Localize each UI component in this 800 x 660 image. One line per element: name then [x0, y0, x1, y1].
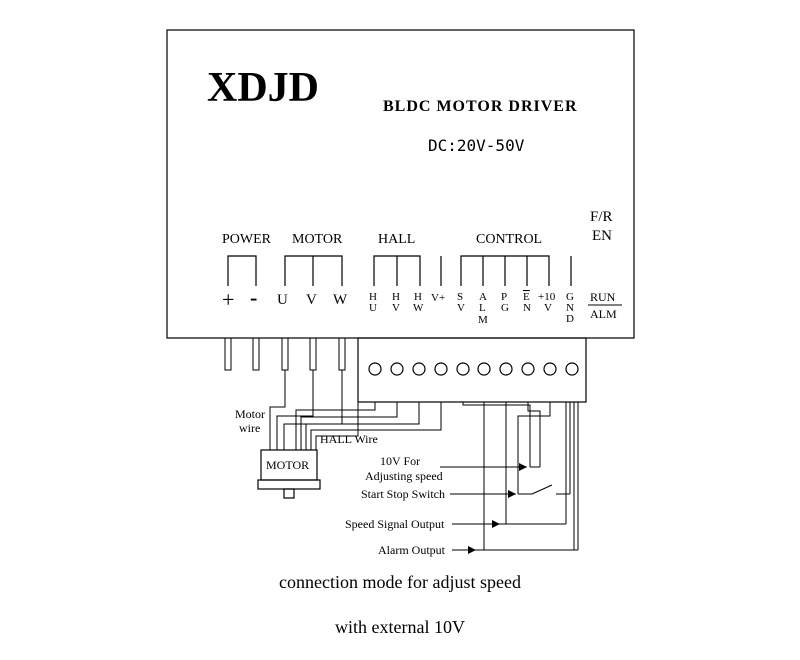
- caption-line-1: connection mode for adjust speed: [279, 572, 521, 592]
- terminal-u: U: [277, 292, 288, 308]
- adj10v-label-1: 10V For: [380, 454, 420, 468]
- terminal-gnd-3: D: [566, 313, 574, 325]
- terminal-hv-1: H: [392, 291, 400, 303]
- terminal-sv-1: S: [457, 291, 463, 303]
- connector-holes: [368, 362, 579, 376]
- terminal-gnd-1: G: [566, 291, 574, 303]
- terminal-pg-2: G: [501, 302, 509, 314]
- terminal-alm-1: A: [479, 291, 487, 303]
- motor-shaft: [283, 488, 295, 499]
- alarm-out-label: Alarm Output: [378, 543, 446, 557]
- terminal-minus: -: [250, 285, 257, 310]
- terminal-pg-1: P: [501, 291, 507, 303]
- hall-wire-label: HALL Wire: [320, 432, 378, 446]
- terminal-10v-2: V: [544, 302, 552, 314]
- terminal-alm-2: L: [479, 302, 486, 314]
- brand-logo: XDJD: [207, 65, 319, 111]
- switch-blade: [531, 484, 553, 495]
- group-power-label: POWER: [222, 232, 272, 247]
- terminal-plus: +: [222, 287, 234, 312]
- caption-line-2: with external 10V: [335, 617, 465, 637]
- terminal-hw-1: H: [414, 291, 422, 303]
- en-label: EN: [592, 228, 612, 244]
- terminal-v: V: [306, 292, 317, 308]
- run-label: RUN: [590, 290, 616, 304]
- motor-flange: [257, 479, 321, 490]
- terminal-hw-2: W: [413, 302, 424, 314]
- terminal-en-1: E: [523, 291, 530, 303]
- motor-wire-label-2: wire: [239, 421, 260, 435]
- alarm-out-arrow: [468, 546, 476, 554]
- group-hall-label: HALL: [378, 232, 415, 247]
- terminal-10v-1: +10: [538, 291, 556, 303]
- terminal-hu-2: U: [369, 302, 377, 314]
- group-control-label: CONTROL: [476, 232, 542, 247]
- fr-label: F/R: [590, 209, 613, 225]
- terminal-hu-1: H: [369, 291, 377, 303]
- terminal-w: W: [333, 292, 348, 308]
- motor-label: MOTOR: [266, 458, 309, 472]
- group-motor-label: MOTOR: [292, 232, 343, 247]
- adj10v-arrow: [519, 463, 527, 471]
- voltage-rating: DC:20V-50V: [428, 136, 525, 155]
- terminal-alm-3: M: [478, 314, 488, 326]
- adj10v-label-2: Adjusting speed: [365, 469, 443, 483]
- signal-connector: [357, 337, 587, 403]
- terminal-vplus: V+: [431, 292, 445, 304]
- alm-label: ALM: [590, 307, 617, 321]
- start-stop-arrow: [508, 490, 516, 498]
- power-motor-pins: [224, 337, 346, 371]
- speed-out-arrow: [492, 520, 500, 528]
- start-stop-label: Start Stop Switch: [361, 487, 445, 501]
- speed-out-label: Speed Signal Output: [345, 517, 445, 531]
- power-bracket: [227, 255, 257, 286]
- terminal-en-2: N: [523, 302, 531, 314]
- control-wires: [462, 402, 579, 550]
- motor-wire-label-1: Motor: [235, 407, 265, 421]
- terminal-hv-2: V: [392, 302, 400, 314]
- product-title: BLDC MOTOR DRIVER: [383, 98, 578, 115]
- hall-wires: [295, 392, 442, 450]
- terminal-gnd-2: N: [566, 302, 574, 314]
- terminal-sv-2: V: [457, 302, 465, 314]
